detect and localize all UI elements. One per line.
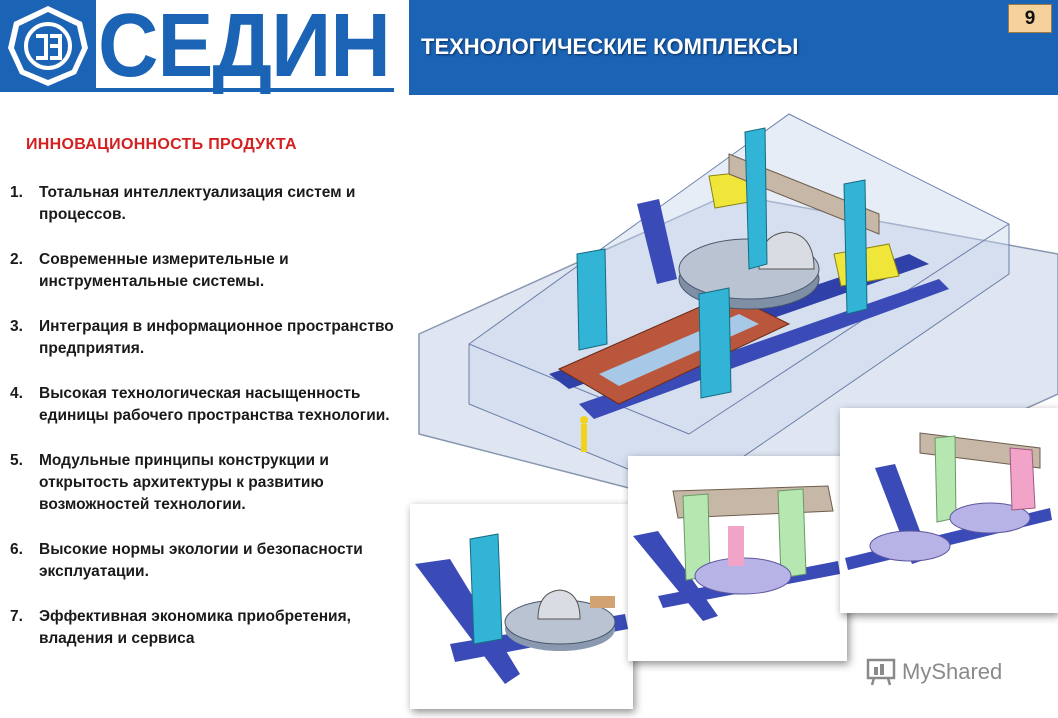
logo-wordmark: СЕДИН xyxy=(98,0,391,96)
list-item: 3. Интеграция в информационное пространс… xyxy=(10,316,400,360)
watermark: MyShared xyxy=(866,654,1002,690)
list-item-number: 3. xyxy=(10,318,23,335)
thumbnail-portal-machine-b xyxy=(840,408,1058,613)
list-item-text: Высокие нормы экологии и безопасности эк… xyxy=(39,541,363,580)
thumbnail-turntable-machine xyxy=(410,504,633,709)
list-item-number: 1. xyxy=(10,184,23,201)
list-item-text: Тотальная интеллектуализация систем и пр… xyxy=(39,184,356,223)
logo-underline xyxy=(0,88,394,92)
list-item-text: Высокая технологическая насыщенность еди… xyxy=(39,385,390,424)
list-item-number: 5. xyxy=(10,452,23,469)
thumbnail-portal-machine-a xyxy=(628,456,847,661)
header-banner: ТЕХНОЛОГИЧЕСКИЕ КОМПЛЕКСЫ 9 xyxy=(409,0,1058,95)
list-item-number: 4. xyxy=(10,385,23,402)
list-item: 5. Модульные принципы конструкции и откр… xyxy=(10,450,400,516)
list-item: 4. Высокая технологическая насыщенность … xyxy=(10,383,400,427)
feature-list: 1. Тотальная интеллектуализация систем и… xyxy=(10,182,400,650)
watermark-text: MyShared xyxy=(902,659,1003,684)
section-title: ИННОВАЦИОННОСТЬ ПРОДУКТА xyxy=(26,136,297,153)
list-item: 1. Тотальная интеллектуализация систем и… xyxy=(10,182,400,226)
page-number-badge: 9 xyxy=(1008,4,1052,33)
page-title: ТЕХНОЛОГИЧЕСКИЕ КОМПЛЕКСЫ xyxy=(421,34,799,59)
logo-emblem-icon xyxy=(0,0,96,88)
turntable-machine-drawing xyxy=(415,533,628,684)
list-item-text: Современные измерительные и инструментал… xyxy=(39,251,289,290)
company-logo: СЕДИН xyxy=(0,0,396,95)
list-item: 2. Современные измерительные и инструмен… xyxy=(10,249,400,293)
portal-machine-drawing-a xyxy=(633,485,840,621)
list-item: 7. Эффективная экономика приобретения, в… xyxy=(10,606,400,650)
list-item-number: 7. xyxy=(10,608,23,625)
list-item-number: 2. xyxy=(10,251,23,268)
list-item-text: Интеграция в информационное пространство… xyxy=(39,318,394,357)
portal-machine-drawing-b xyxy=(845,432,1052,570)
list-item-text: Модульные принципы конструкции и открыто… xyxy=(39,452,329,513)
list-item-text: Эффективная экономика приобретения, влад… xyxy=(39,608,351,647)
list-item: 6. Высокие нормы экологии и безопасности… xyxy=(10,539,400,583)
presentation-icon xyxy=(866,658,896,686)
list-item-number: 6. xyxy=(10,541,23,558)
